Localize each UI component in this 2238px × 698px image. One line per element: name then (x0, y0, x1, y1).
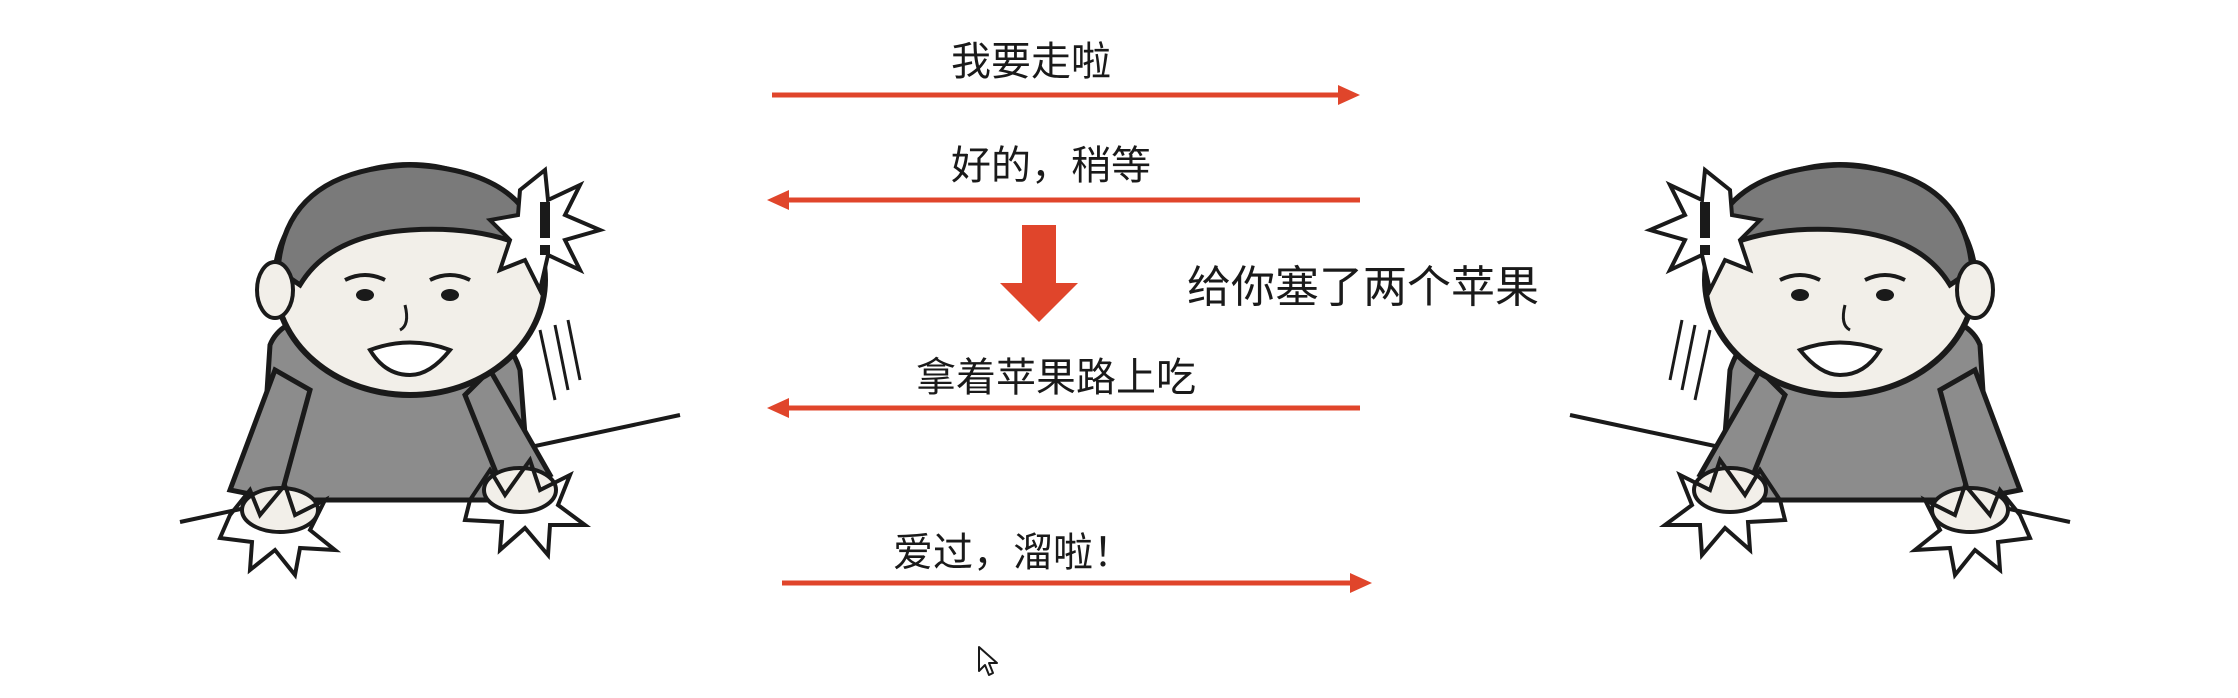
message-arrow-1 (772, 85, 1360, 105)
right-person-illustration (1569, 162, 2071, 580)
message-arrow-2 (767, 190, 1360, 210)
message-label-3: 拿着苹果路上吃 (916, 355, 1196, 401)
down-arrow-icon (1000, 225, 1078, 322)
left-person-illustration (179, 162, 681, 580)
right-person-figure (1569, 162, 2071, 580)
note-label: 给你塞了两个苹果 (1187, 262, 1539, 313)
message-arrow-3 (767, 398, 1360, 418)
message-arrow-4 (782, 573, 1372, 593)
message-label-2: 好的，稍等 (951, 143, 1151, 189)
message-label-1: 我要走啦 (951, 39, 1111, 85)
message-label-4: 爱过，溜啦！ (893, 530, 1133, 576)
left-person-figure (179, 162, 681, 580)
mouse-pointer-icon (978, 646, 998, 676)
